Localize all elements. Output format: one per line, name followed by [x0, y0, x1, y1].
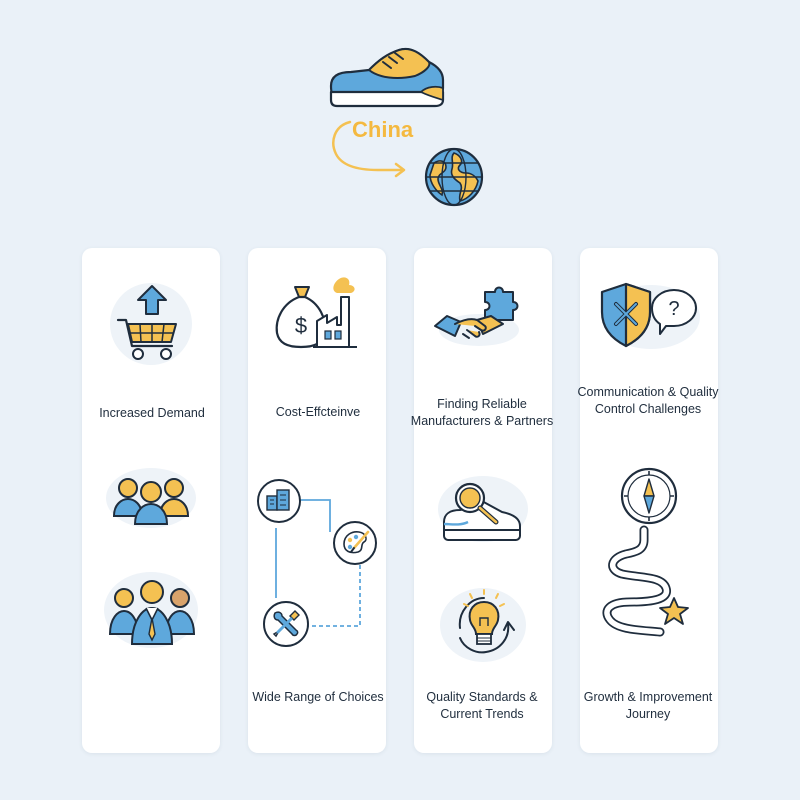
consumers-group-icon — [112, 478, 190, 525]
winding-path-star-icon — [602, 525, 689, 637]
label-reliable-manufacturers: Finding Reliable Manufacturers & Partner… — [410, 397, 554, 428]
shield-question-icon: ? — [600, 282, 697, 348]
sneaker-icon — [329, 47, 445, 108]
lightbulb-refresh-icon — [458, 589, 515, 654]
label-cost-effective: Cost-Effcteinve — [275, 405, 361, 419]
origin-label: China — [352, 117, 414, 142]
globe-icon — [424, 147, 484, 207]
shopping-cart-up-arrow-icon — [116, 285, 177, 360]
handshake-puzzle-icon — [434, 286, 519, 346]
wrench-screwdriver-icon — [263, 601, 309, 647]
design-palette-icon — [333, 521, 377, 565]
business-people-group-icon — [108, 580, 196, 645]
compass-icon — [620, 467, 678, 525]
money-bag-factory-icon: $ — [275, 277, 357, 349]
label-growth-journey: Growth & Improvement Journey — [583, 690, 713, 721]
label-communication-challenges: Communication & Quality Control Challeng… — [577, 385, 719, 416]
product-boxes-icon — [257, 479, 301, 523]
shoe-magnifier-icon — [443, 482, 521, 541]
curved-arrow-icon — [332, 120, 406, 178]
svg-text:$: $ — [295, 313, 307, 338]
label-increased-demand: Increased Demand — [99, 406, 205, 420]
connector-lines — [275, 499, 361, 627]
svg-text:?: ? — [668, 298, 679, 320]
label-quality-standards: Quality Standards & Current Trends — [426, 690, 538, 721]
label-wide-range-of-choices: Wide Range of Choices — [252, 690, 384, 704]
